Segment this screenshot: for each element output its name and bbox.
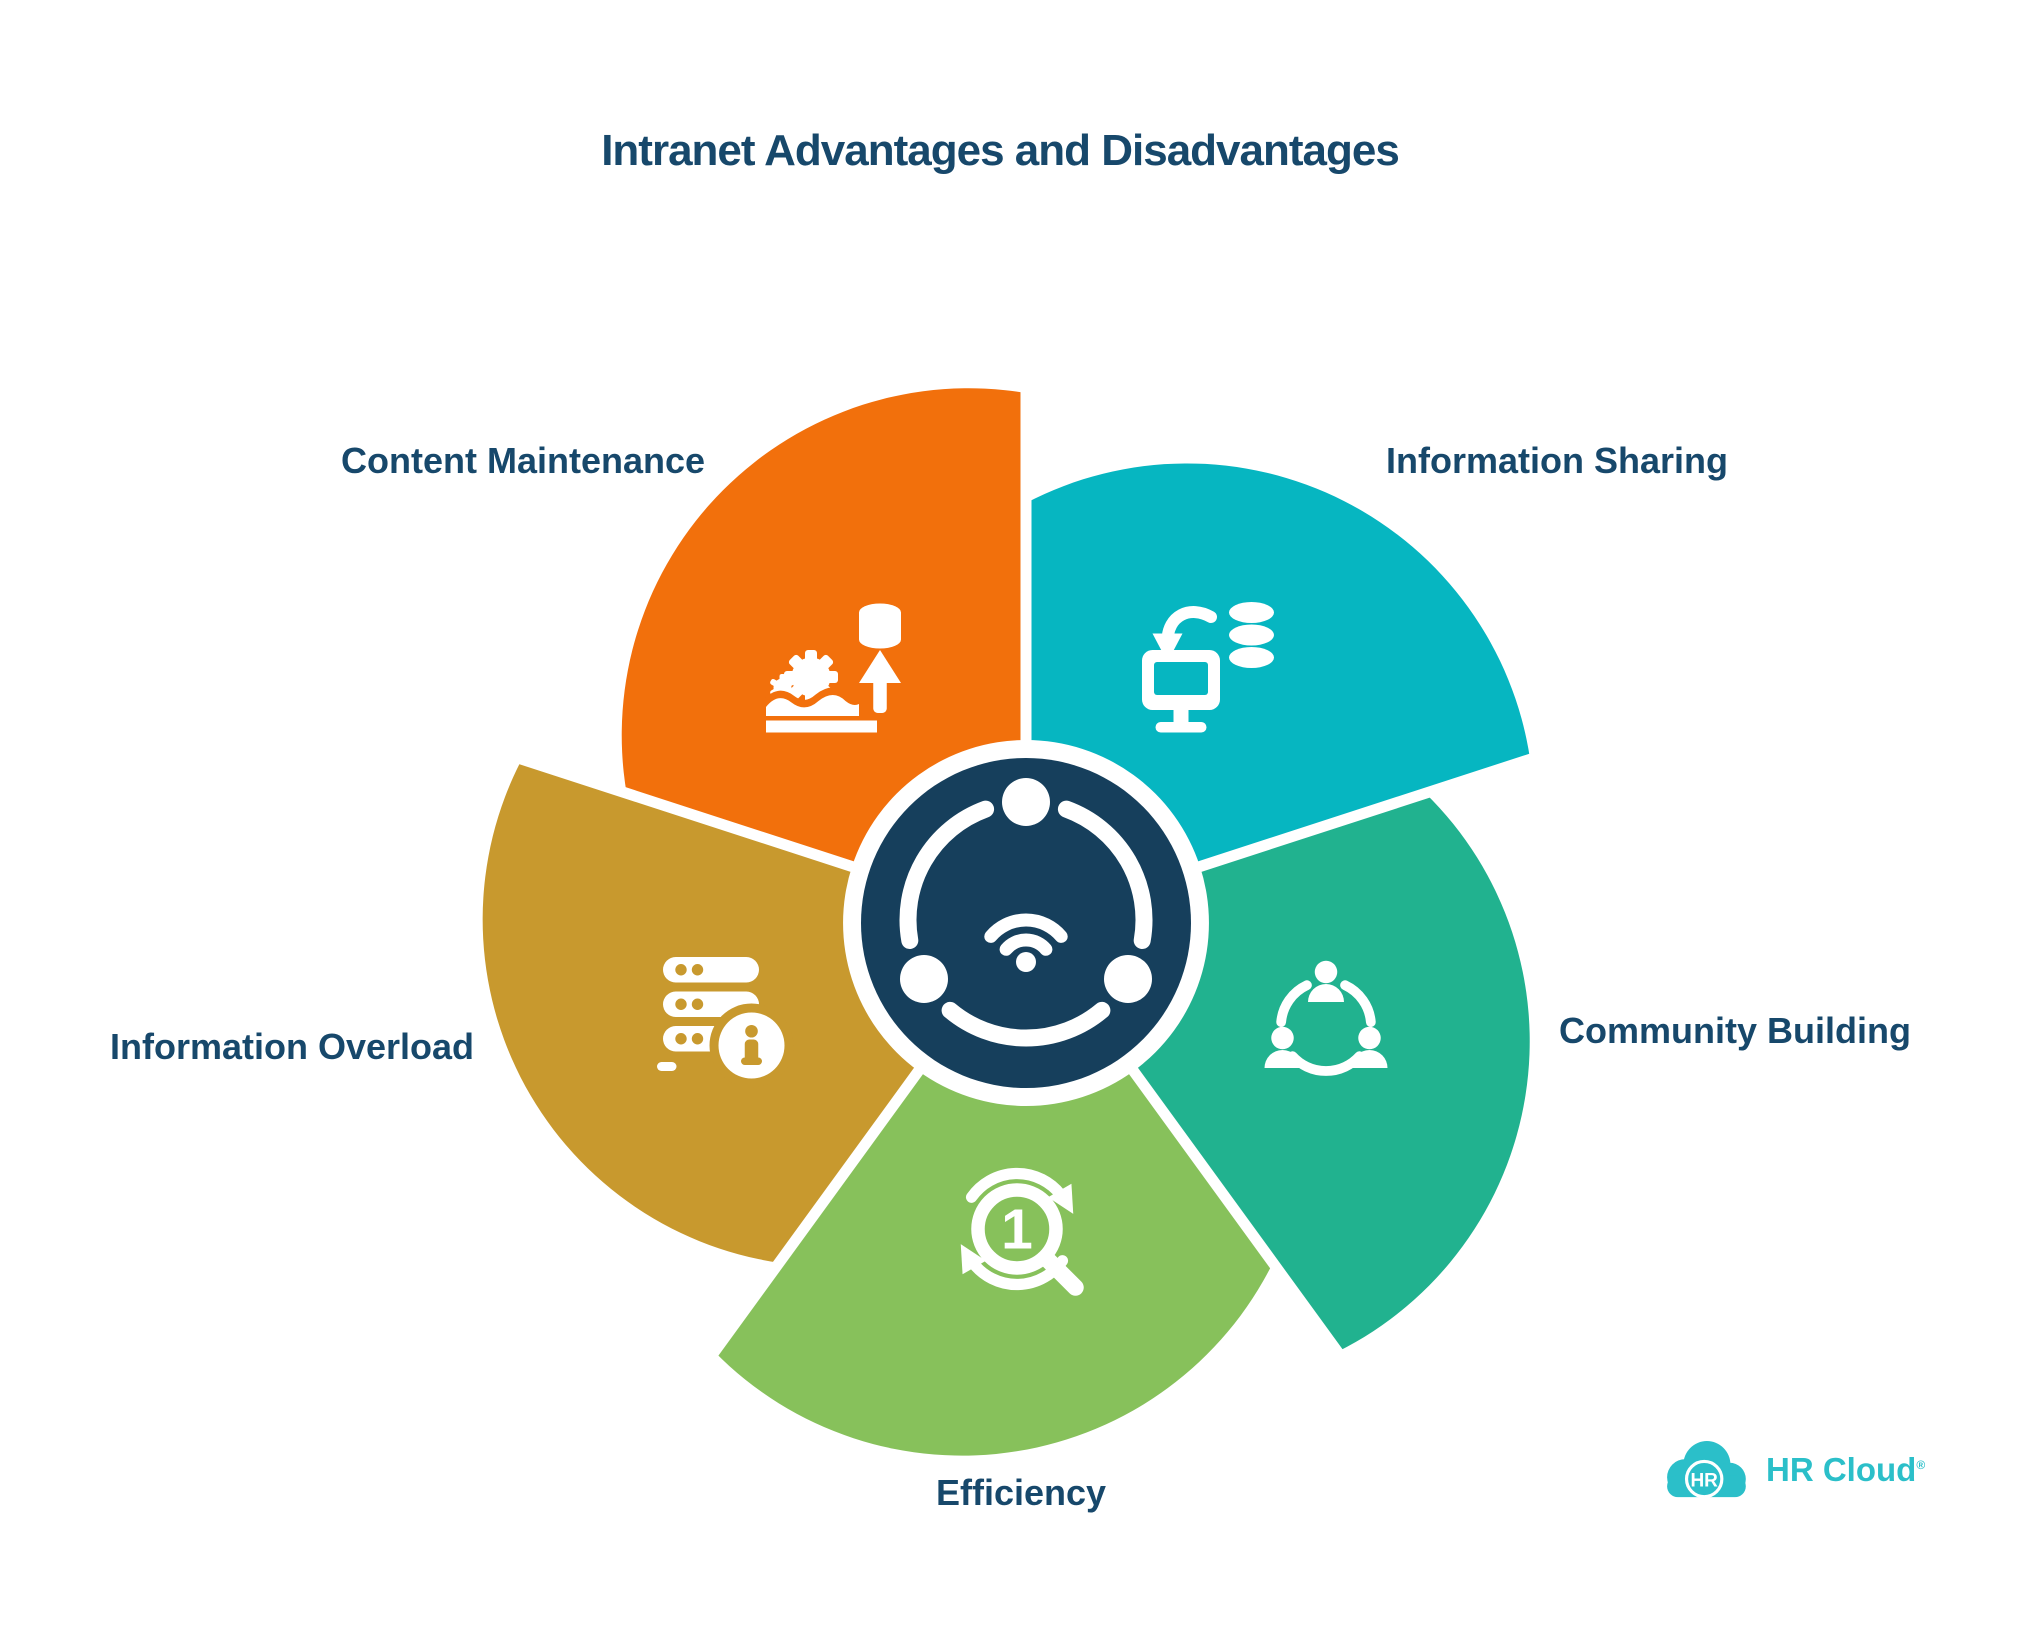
segment-divider [692, 1049, 937, 1380]
segment-divider [491, 744, 876, 879]
trademark-symbol: ® [1916, 1458, 1926, 1472]
label-efficiency: Efficiency [935, 1472, 1107, 1513]
segment-information-sharing-blade [1026, 463, 1531, 867]
hr-cloud-icon: HR [1667, 1441, 1746, 1499]
segment-divider [1176, 744, 1561, 879]
page-title: Intranet Advantages and Disadvantages [601, 126, 1400, 175]
person-icon [1308, 960, 1344, 1002]
wave-icon [766, 695, 859, 716]
segment-divider [1115, 1049, 1360, 1380]
network-node-icon [1002, 778, 1050, 826]
network-links [899, 800, 1153, 1047]
segment-dividers [491, 363, 1561, 1380]
monitor-icon [1142, 650, 1220, 733]
logo-name: HR Cloud® [1766, 1451, 1926, 1488]
ground-bar [766, 720, 877, 733]
database-stack-icon [1229, 602, 1274, 668]
information-sharing-icon [1142, 602, 1274, 733]
segment-content-maintenance-blade [621, 388, 1026, 867]
content-maintenance-icon [762, 603, 901, 733]
magnifier-icon: 1 [971, 1183, 1084, 1296]
network-node-icon [900, 955, 948, 1003]
person-icon [1351, 1026, 1388, 1068]
wave-gap [762, 687, 863, 709]
digit-one: 1 [1001, 1198, 1033, 1262]
efficiency-icon: 1 [960, 1167, 1084, 1296]
label-information-overload: Information Overload [109, 1026, 475, 1067]
transfer-arrow-icon [1152, 606, 1217, 662]
badge-ring [1684, 1459, 1724, 1499]
logo-badge-text: HR [1690, 1470, 1718, 1491]
label-content-maintenance: Content Maintenance [340, 440, 706, 481]
label-information-sharing: Information Sharing [1386, 440, 1728, 481]
label-community-building: Community Building [1559, 1010, 1911, 1051]
upload-arrow-icon [859, 650, 901, 713]
wifi-icon [984, 913, 1068, 972]
information-overload-icon [657, 957, 794, 1088]
info-badge-icon [709, 1003, 794, 1088]
hr-cloud-logo: HR HR Cloud® [1656, 1432, 1925, 1508]
network-node-icon [1104, 955, 1152, 1003]
intranet-network-icon [899, 778, 1153, 1047]
person-icon [1264, 1026, 1301, 1068]
community-building-icon [1264, 960, 1388, 1076]
database-icon [859, 603, 901, 649]
